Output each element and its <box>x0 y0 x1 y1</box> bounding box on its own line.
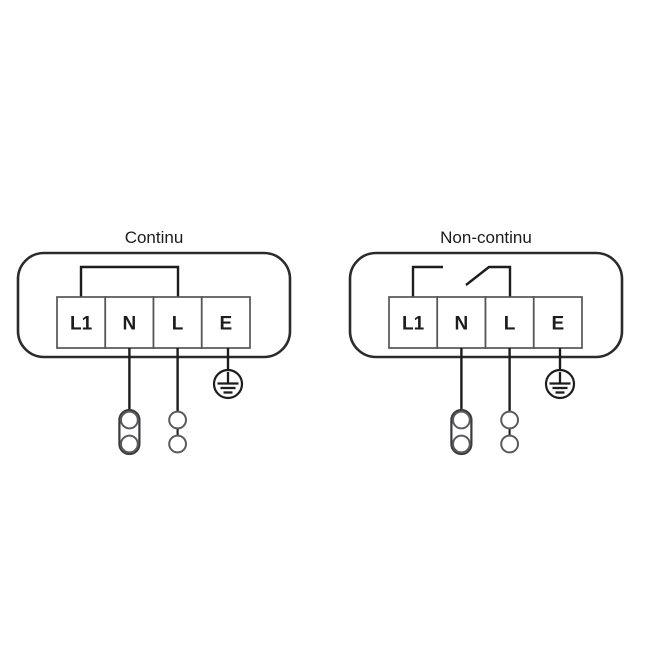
terminal-label-e: E <box>552 314 565 335</box>
terminal-label-n: N <box>455 314 469 335</box>
terminal-label-l: L <box>504 314 516 335</box>
terminal-cell-n <box>436 296 487 349</box>
connector-circle-upper <box>452 410 471 430</box>
connector-circle-lower <box>168 434 188 454</box>
connector-n-capsule-pair <box>118 408 141 456</box>
bridge-link-continuous <box>79 265 180 297</box>
terminal-cell-l1 <box>388 296 439 349</box>
earth-symbol <box>544 368 576 400</box>
diagram-title-continu: Continu <box>125 228 184 247</box>
terminal-cell-e <box>200 296 251 349</box>
terminal-block: L1 N L E <box>56 296 251 349</box>
connector-circle-upper <box>500 410 520 430</box>
terminal-label-l1: L1 <box>70 314 93 335</box>
connector-n-capsule-pair <box>450 408 473 456</box>
terminal-cell-e <box>532 296 583 349</box>
connector-capsule-outline <box>450 408 473 456</box>
terminal-block: L1 N L E <box>388 296 583 349</box>
connector-circle-lower <box>452 434 471 454</box>
terminal-label-n: N <box>123 314 137 335</box>
earth-symbol <box>212 368 244 400</box>
terminal-cell-l1 <box>56 296 107 349</box>
connector-circle-upper <box>119 410 139 430</box>
connector-circle-lower <box>500 434 520 454</box>
bridge-link-left-leg <box>411 265 443 297</box>
diagram-continu: Continu L1 N L E <box>16 228 292 456</box>
diagram-title-non-continu: Non-continu <box>440 228 532 247</box>
connector-capsule-outline <box>118 408 141 456</box>
connector-circle-lower <box>119 434 139 454</box>
connector-circle-upper <box>168 410 188 430</box>
connector-l-circle-pair <box>500 410 520 454</box>
terminal-label-e: E <box>220 314 233 335</box>
connector-l-circle-pair <box>168 410 188 454</box>
terminal-label-l1: L1 <box>402 314 425 335</box>
diagram-non-continu: Non-continu L1 N L E <box>348 228 624 456</box>
terminal-label-l: L <box>172 314 184 335</box>
switch-blade-open <box>465 265 512 297</box>
terminal-cell-l <box>484 296 535 349</box>
